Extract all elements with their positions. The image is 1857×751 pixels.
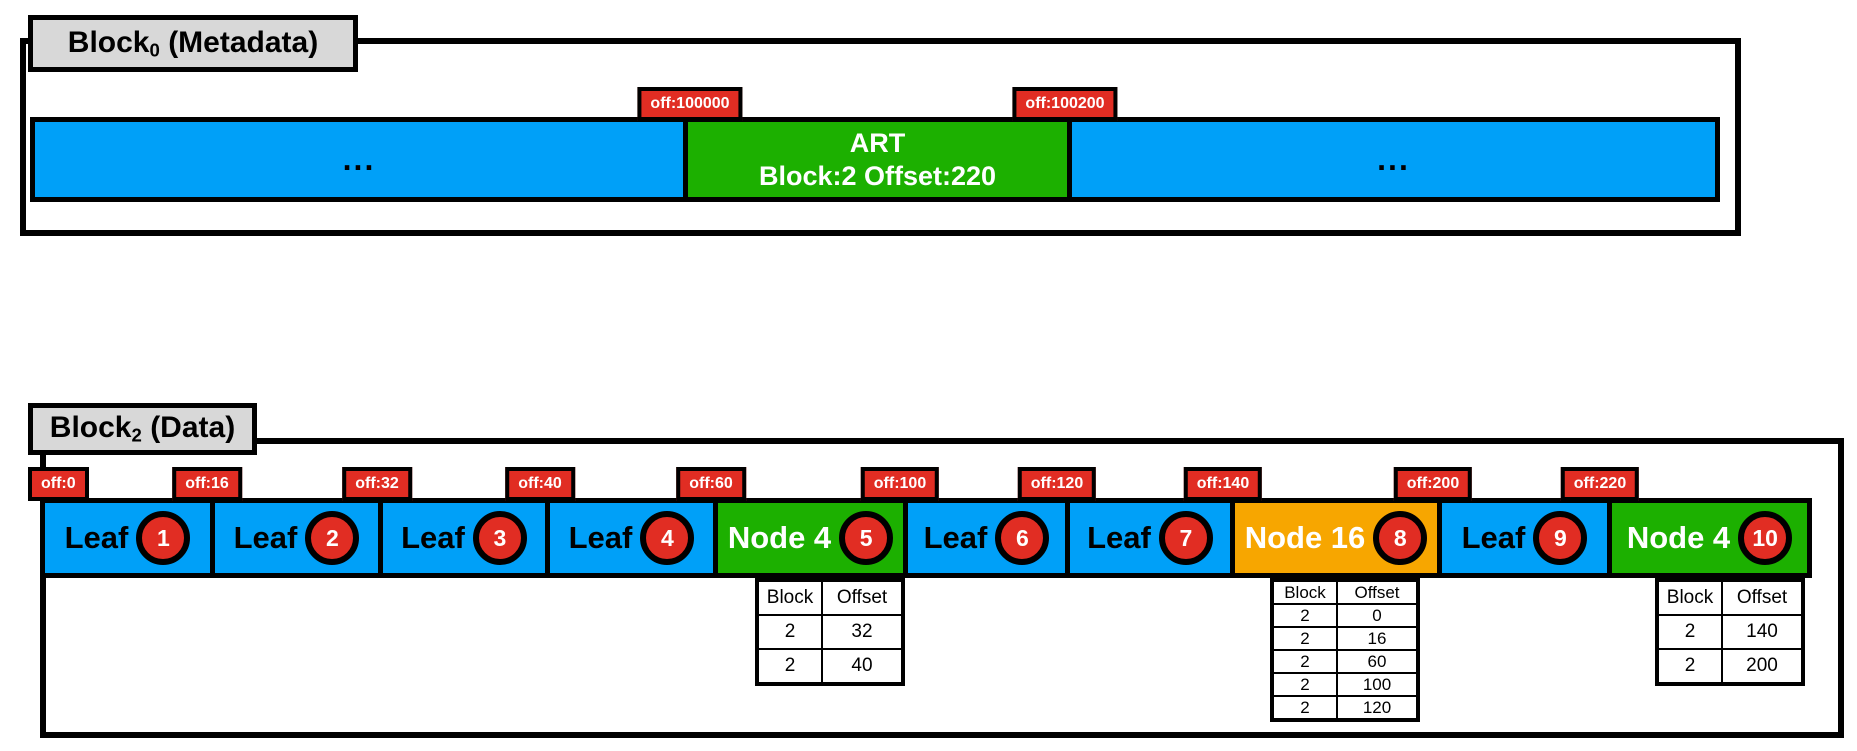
- table-cell: 60: [1336, 649, 1419, 674]
- block2-title: Block2 (Data): [28, 403, 257, 455]
- art-pointer-text: ART Block:2 Offset:220: [758, 128, 997, 191]
- segment-badge: 8: [1373, 511, 1428, 565]
- table-row: 2 40: [756, 648, 904, 685]
- offset-label-32: off:32: [342, 467, 412, 502]
- block2-title-text: Block2 (Data): [49, 411, 236, 446]
- metadata-bar: ... ART Block:2 Offset:220 ...: [30, 117, 1720, 202]
- table-cell: 100: [1336, 672, 1419, 697]
- table-row: 2 200: [1656, 648, 1804, 685]
- offset-label-100: off:100: [860, 467, 940, 502]
- metadata-segment-right: ...: [1067, 122, 1715, 197]
- table-cell: 2: [1656, 648, 1723, 685]
- segment-badge: 3: [472, 511, 527, 565]
- offset-label-16: off:16: [172, 467, 242, 502]
- block2-container: [40, 438, 1844, 738]
- table-cell: 140: [1721, 614, 1804, 650]
- segment-leaf-4: Leaf 4: [545, 503, 713, 573]
- segment-badge: 7: [1158, 511, 1213, 565]
- table-cell: 200: [1721, 648, 1804, 685]
- table-row: 2 32: [756, 614, 904, 650]
- ellipsis-text: ...: [1377, 141, 1410, 177]
- table-row: 2 100: [1271, 672, 1419, 697]
- segment-label: Node 4: [727, 520, 832, 555]
- table-header-block: Block: [756, 579, 823, 616]
- table-cell: 2: [756, 648, 823, 685]
- node16-8-pointer-table: Block Offset 2 0 2 16 2 60 2 100 2 120: [1270, 578, 1420, 722]
- table-header-block: Block: [1656, 579, 1723, 616]
- segment-badge: 6: [995, 511, 1050, 565]
- table-cell: 32: [821, 614, 904, 650]
- segment-badge: 1: [136, 511, 191, 565]
- metadata-segment-art: ART Block:2 Offset:220: [683, 122, 1067, 197]
- table-cell: 2: [1271, 672, 1338, 697]
- ellipsis-text: ...: [342, 141, 376, 177]
- offset-label-200: off:200: [1393, 467, 1473, 502]
- block0-container: [20, 38, 1741, 236]
- segment-leaf-2: Leaf 2: [210, 503, 378, 573]
- node4-5-pointer-table: Block Offset 2 32 2 40: [755, 578, 905, 686]
- offset-label-100000: off:100000: [637, 87, 743, 122]
- offset-label-120: off:120: [1017, 467, 1097, 502]
- offset-label-220: off:220: [1560, 467, 1640, 502]
- table-cell: 120: [1336, 695, 1419, 721]
- table-cell: 2: [1271, 649, 1338, 674]
- segment-node4-5: Node 4 5: [713, 503, 903, 573]
- segment-leaf-7: Leaf 7: [1065, 503, 1230, 573]
- segment-label: Leaf: [1461, 520, 1526, 555]
- segment-badge: 2: [305, 511, 360, 565]
- table-cell: 2: [1271, 695, 1338, 721]
- segment-badge: 10: [1738, 511, 1793, 565]
- segment-label: Leaf: [568, 520, 633, 555]
- segment-leaf-1: Leaf 1: [45, 503, 210, 573]
- segment-label: Node 4: [1626, 520, 1731, 555]
- table-cell: 2: [1271, 603, 1338, 628]
- segment-label: Leaf: [923, 520, 988, 555]
- offset-label-40: off:40: [505, 467, 575, 502]
- table-cell: 0: [1336, 603, 1419, 628]
- block0-title: Block0 (Metadata): [28, 15, 358, 72]
- segment-leaf-9: Leaf 9: [1437, 503, 1607, 573]
- segment-node4-10: Node 4 10: [1607, 503, 1807, 573]
- table-row: 2 16: [1271, 626, 1419, 651]
- table-row: 2 0: [1271, 603, 1419, 628]
- table-cell: 2: [1656, 614, 1723, 650]
- table-row: 2 140: [1656, 614, 1804, 650]
- segment-leaf-6: Leaf 6: [903, 503, 1065, 573]
- table-cell: 2: [1271, 626, 1338, 651]
- metadata-segment-left: ...: [35, 122, 683, 197]
- offset-label-60: off:60: [676, 467, 746, 502]
- table-header-offset: Offset: [821, 579, 904, 616]
- offset-label-0: off:0: [28, 467, 89, 502]
- table-header-offset: Offset: [1336, 579, 1419, 605]
- data-bar: Leaf 1 Leaf 2 Leaf 3 Leaf 4 Node 4 5 Lea…: [40, 498, 1812, 578]
- segment-label: Node 16: [1244, 520, 1366, 555]
- table-row: 2 60: [1271, 649, 1419, 674]
- segment-badge: 5: [839, 511, 894, 565]
- segment-badge: 9: [1533, 511, 1588, 565]
- block0-title-text: Block0 (Metadata): [67, 25, 319, 61]
- table-cell: 16: [1336, 626, 1419, 651]
- offset-label-140: off:140: [1183, 467, 1263, 502]
- segment-node16-8: Node 16 8: [1230, 503, 1437, 573]
- table-header-offset: Offset: [1721, 579, 1804, 616]
- offset-label-100200: off:100200: [1012, 87, 1118, 122]
- table-row: 2 120: [1271, 695, 1419, 721]
- segment-label: Leaf: [233, 520, 298, 555]
- segment-label: Leaf: [1087, 520, 1151, 555]
- table-cell: 40: [821, 648, 904, 685]
- table-cell: 2: [756, 614, 823, 650]
- node4-10-pointer-table: Block Offset 2 140 2 200: [1655, 578, 1805, 686]
- segment-label: Leaf: [64, 520, 129, 555]
- table-header-block: Block: [1271, 579, 1338, 605]
- segment-label: Leaf: [401, 520, 465, 555]
- segment-badge: 4: [640, 511, 695, 565]
- segment-leaf-3: Leaf 3: [378, 503, 545, 573]
